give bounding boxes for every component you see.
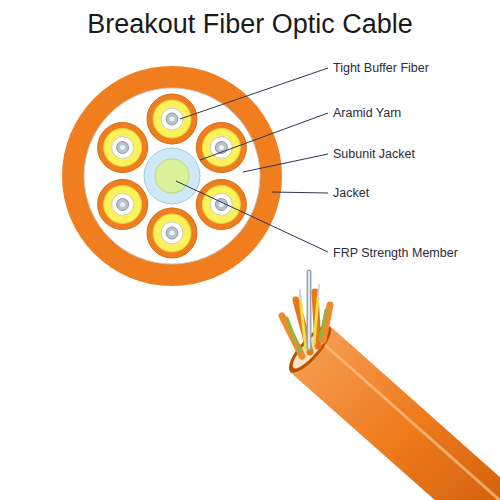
subunit-part xyxy=(98,180,148,230)
subunit-part xyxy=(210,194,232,216)
outer-jacket xyxy=(62,66,282,286)
subunit-part xyxy=(112,194,134,216)
subunit-part xyxy=(196,123,246,173)
leader-line xyxy=(272,192,328,193)
cable-tube xyxy=(290,326,500,500)
cable-3d xyxy=(282,272,500,500)
subunit-part xyxy=(120,145,125,150)
leader-line xyxy=(180,68,328,119)
subunit-part xyxy=(147,94,197,144)
subunit-part xyxy=(196,180,246,230)
frp-core xyxy=(155,159,189,193)
leader-line xyxy=(200,113,328,160)
subunit-part xyxy=(104,186,142,224)
subunit-part xyxy=(170,117,175,122)
subunit-part xyxy=(120,202,125,207)
leader-line xyxy=(176,181,328,252)
subunit-part xyxy=(202,186,240,224)
leader-lines xyxy=(176,68,328,252)
subunit-part xyxy=(117,199,129,211)
subunit-part xyxy=(112,137,134,159)
title: Breakout Fiber Optic Cable xyxy=(87,9,413,40)
subunit-part xyxy=(161,108,183,130)
cross-section xyxy=(62,66,282,286)
subunit-part xyxy=(153,214,191,252)
breakout-fibers xyxy=(282,272,330,356)
aramid-space xyxy=(84,88,260,264)
subunit-part xyxy=(166,113,178,125)
subunit-part xyxy=(117,142,129,154)
frp-coating xyxy=(144,148,200,204)
part-label: Jacket xyxy=(333,186,369,200)
cable-highlight xyxy=(325,345,500,500)
leader-line xyxy=(243,154,328,172)
subunit-part xyxy=(170,231,175,236)
subunit-part xyxy=(147,208,197,258)
subunit-part xyxy=(98,123,148,173)
subunit-part xyxy=(104,129,142,167)
part-label: Subunit Jacket xyxy=(333,147,415,161)
part-label: Tight Buffer Fiber xyxy=(333,61,429,75)
subunit-part xyxy=(166,227,178,239)
subunit-part xyxy=(161,222,183,244)
part-label: Aramid Yarn xyxy=(333,106,401,120)
subunit-part xyxy=(219,145,224,150)
subunit-part xyxy=(153,100,191,138)
part-label: FRP Strength Member xyxy=(333,246,458,260)
